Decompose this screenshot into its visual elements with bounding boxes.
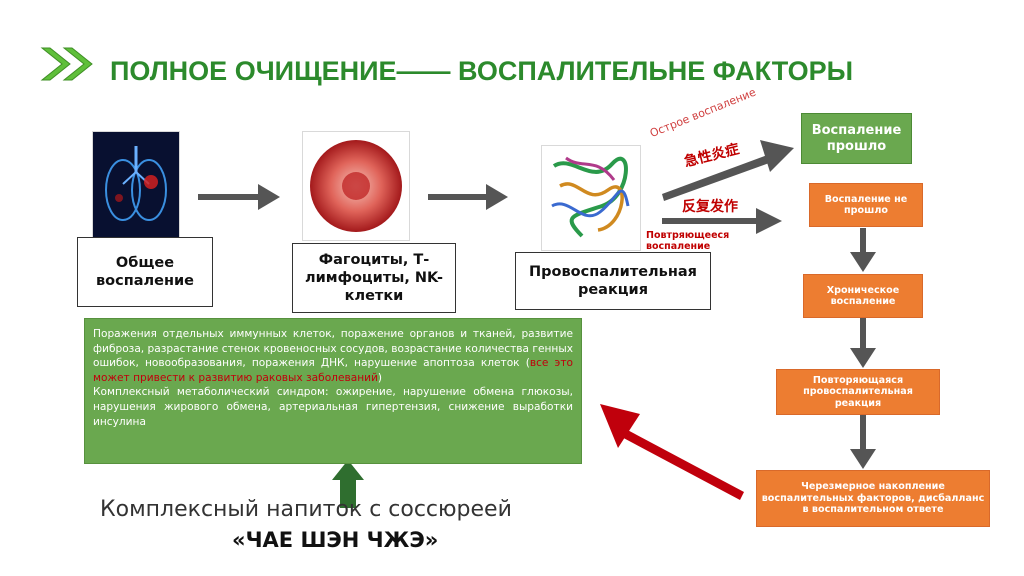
side-box-repeated-reaction: Повторяющаяся провоспалительная реакция: [776, 369, 940, 415]
panel-text-1: Поражения отдельных иммунных клеток, пор…: [93, 328, 573, 369]
arrow-stage-2: [428, 184, 508, 210]
product-name: «ЧАЕ ШЭН ЧЖЭ»: [232, 528, 438, 552]
repeat-inflammation-label: Повтряющееся воспаление: [646, 230, 766, 253]
side-box-inflammation-not-passed: Воспаление не прошло: [809, 183, 923, 227]
side-box-chronic: Хроническое воспаление: [803, 274, 923, 318]
panel-paragraph-2: Комплексный метаболический синдром: ожир…: [93, 385, 573, 429]
side-box-excess-accumulation: Черезмерное накопление воспалительных фа…: [756, 470, 990, 527]
panel-text-1-end: ): [378, 372, 382, 384]
arrow-down-2: [850, 318, 876, 368]
panel-paragraph-1: Поражения отдельных иммунных клеток, пор…: [93, 327, 573, 385]
repeat-attack-cn-label: 反复发作: [682, 196, 738, 216]
arrow-stage-1: [198, 184, 280, 210]
consequences-panel: Поражения отдельных иммунных клеток, пор…: [84, 318, 582, 464]
arrow-down-3: [850, 415, 876, 469]
arrow-down-1: [850, 228, 876, 272]
side-box-inflammation-passed: Воспаление прошло: [801, 113, 912, 164]
product-description: Комплексный напиток с соссюреей: [100, 497, 512, 522]
red-arrow-to-panel: [600, 404, 744, 500]
